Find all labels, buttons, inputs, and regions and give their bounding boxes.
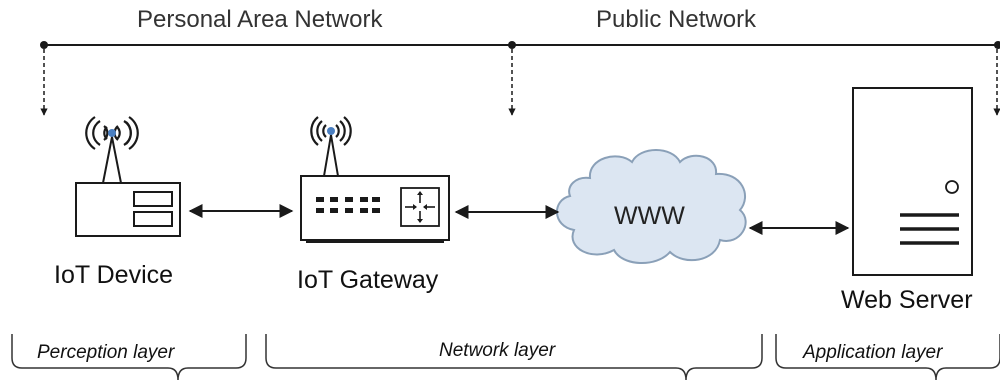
span-dot-middle [508, 41, 516, 49]
personal-area-network-label: Personal Area Network [137, 6, 383, 33]
span-dot-right [994, 41, 1000, 49]
web-server-icon [852, 87, 973, 276]
iot-device-icon [75, 116, 181, 237]
brace-application [775, 334, 1000, 381]
iot-gateway-label: IoT Gateway [297, 266, 439, 294]
antenna-waves-icon [85, 116, 139, 150]
internet-cloud-icon [556, 149, 747, 265]
iot-gateway-icon [300, 116, 450, 243]
public-network-label: Public Network [596, 6, 757, 33]
web-server-label: Web Server [841, 286, 973, 314]
layer-braces [11, 334, 1000, 381]
www-label: WWW [614, 202, 685, 230]
application-layer-label: Application layer [803, 342, 943, 363]
brace-perception [11, 334, 247, 381]
router-symbol-icon [400, 187, 440, 227]
span-dot-left [40, 41, 48, 49]
network-span-line [40, 41, 1000, 116]
brace-network [265, 334, 763, 381]
iot-device-label: IoT Device [54, 261, 174, 289]
perception-layer-label: Perception layer [37, 342, 175, 363]
gateway-ports [316, 197, 380, 213]
network-layer-label: Network layer [439, 340, 556, 361]
